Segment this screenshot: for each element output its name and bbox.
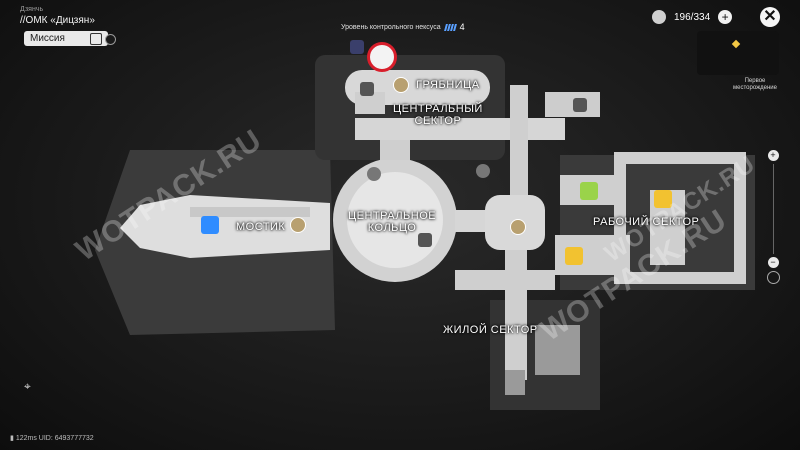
zoom-slider[interactable]: [772, 164, 774, 254]
zoom-out-button[interactable]: −: [767, 257, 779, 268]
living-sector: [535, 325, 580, 375]
yellow-chest-icon[interactable]: [565, 247, 583, 265]
mission-button[interactable]: Миссия: [24, 31, 116, 46]
mission-label: Миссия: [30, 33, 65, 44]
nexus-level: Уровень контрольного нексуса 4: [341, 22, 465, 32]
signal-icon: ▮: [10, 435, 14, 442]
waypoint-icon: [731, 39, 741, 49]
label-bridge: МОСТИК: [236, 221, 286, 233]
label-central-ring: ЦЕНТРАЛЬНОЕ КОЛЬЦО: [348, 210, 437, 234]
currency-counter: 196/334 +: [652, 10, 733, 24]
green-puzzle-icon[interactable]: [580, 182, 598, 200]
quest-marker-icon[interactable]: [367, 42, 397, 72]
work-sector: [614, 152, 746, 284]
gear-icon[interactable]: [476, 164, 490, 178]
nexus-level-value: 4: [459, 22, 465, 32]
zoom-control[interactable]: + −: [766, 150, 780, 284]
zoom-handle[interactable]: [766, 271, 780, 284]
currency-value: 196/334: [674, 11, 711, 23]
nexus-label: Уровень контрольного нексуса: [341, 23, 441, 31]
mission-icon: [90, 33, 102, 45]
npc-icon[interactable]: [290, 217, 306, 233]
yellow-chest-icon[interactable]: [654, 190, 672, 208]
npc-icon[interactable]: [510, 219, 526, 235]
region-name: Дзянчь: [20, 6, 44, 13]
mission-toggle-icon[interactable]: [105, 34, 116, 45]
gear-icon[interactable]: [367, 167, 381, 181]
corridor-right-vertical: [510, 85, 528, 215]
minimap-caption: Первое месторождение: [733, 78, 777, 91]
corridor-south: [505, 240, 527, 380]
minimap-locate-icon[interactable]: ⌖: [24, 379, 31, 393]
ping-value: 122ms: [15, 435, 37, 442]
label-treasury: ГРЯБНИЦА: [416, 79, 480, 91]
teleport-icon[interactable]: [201, 216, 219, 234]
currency-icon: [652, 10, 666, 24]
storage-icon[interactable]: [573, 98, 587, 112]
minimap[interactable]: [697, 31, 779, 75]
storage-icon[interactable]: [418, 233, 432, 247]
status-bar: ▮ 122ms UID: 6493777732: [10, 434, 94, 442]
storage-icon[interactable]: [350, 40, 364, 54]
npc-icon[interactable]: [393, 77, 409, 93]
label-central-sector: ЦЕНТРАЛЬНЫЙ СЕКТОР: [393, 103, 483, 127]
add-currency-button[interactable]: +: [718, 10, 733, 24]
nexus-bars-icon: [443, 23, 457, 31]
storage-icon[interactable]: [360, 82, 374, 96]
location-name: //ОМК «Дицзян»: [20, 15, 95, 26]
uid-value: UID: 6493777732: [38, 435, 94, 442]
label-work-sector: РАБОЧИЙ СЕКТОР: [593, 216, 700, 228]
close-button[interactable]: ✕: [760, 7, 780, 27]
location-header: Дзянчь //ОМК «Дицзян»: [20, 6, 95, 26]
zoom-in-button[interactable]: +: [767, 150, 779, 161]
label-living-sector: ЖИЛОЙ СЕКТОР: [443, 324, 538, 336]
